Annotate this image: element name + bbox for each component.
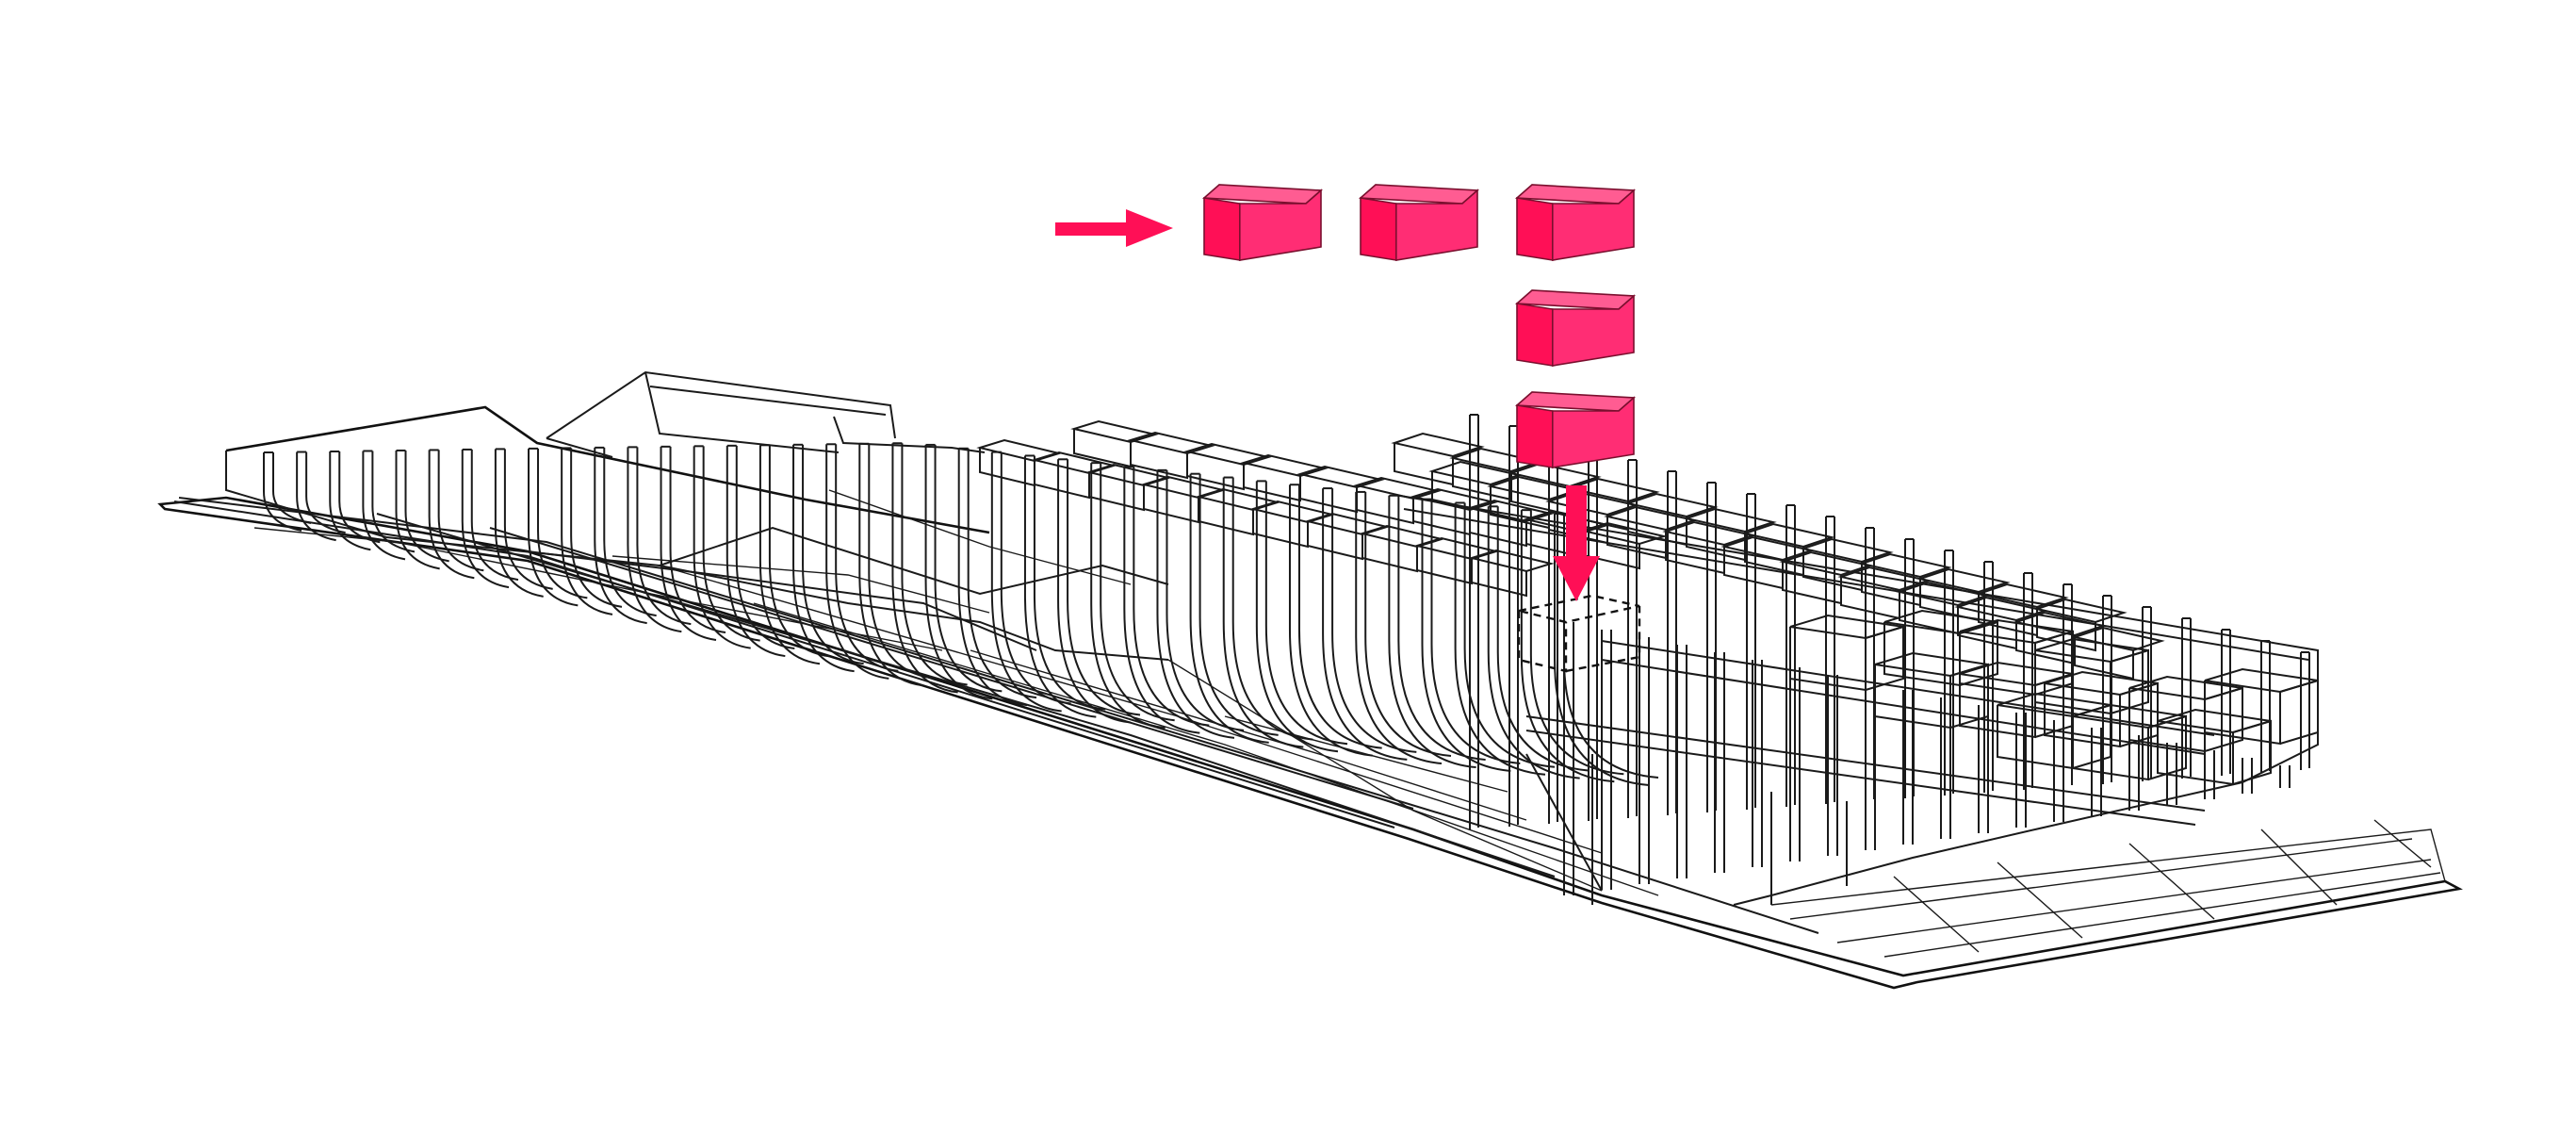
rib: [957, 447, 1037, 707]
post: [1944, 550, 1954, 796]
row-box: [1468, 549, 1555, 598]
front-post: [2128, 735, 2140, 811]
front-post: [2204, 750, 2215, 799]
front-post: [2279, 765, 2291, 788]
front-post: [1902, 690, 1914, 845]
bay-box: [2204, 667, 2319, 746]
post: [1667, 470, 1677, 815]
curved-ribs: [263, 414, 2310, 895]
horizontal-arrow: [1055, 209, 1173, 247]
rib: [693, 445, 760, 649]
module-rows: [976, 419, 2165, 681]
front-post: [1978, 705, 1989, 833]
front-post: [1563, 622, 1574, 895]
rib: [660, 445, 726, 641]
rib: [758, 444, 830, 665]
post: [1627, 459, 1638, 818]
module-2: [1358, 184, 1480, 261]
rib: [1288, 484, 1382, 757]
vertical-arrow: [1553, 485, 1600, 601]
module-3: [1514, 184, 1637, 261]
rib: [1057, 458, 1141, 724]
rib: [1189, 472, 1279, 744]
front-post: [1676, 645, 1687, 878]
modules: [1201, 184, 1637, 468]
front-post: [1639, 637, 1650, 884]
rib: [528, 447, 588, 607]
row-box: [2033, 598, 2128, 652]
rib: [858, 442, 934, 687]
rib: [494, 448, 553, 598]
module-1: [1201, 184, 1324, 261]
rib: [594, 446, 657, 625]
rib: [891, 442, 968, 694]
rib: [1023, 454, 1106, 718]
rib: [792, 443, 864, 673]
module-5: [1514, 391, 1637, 468]
front-post: [1714, 652, 1725, 873]
front-post: [1601, 630, 1612, 890]
post: [2260, 640, 2271, 773]
bay-box: [2157, 708, 2272, 786]
rib: [627, 446, 692, 633]
front-post: [1827, 675, 1838, 856]
module-4: [1514, 289, 1637, 367]
front-post: [2015, 713, 2027, 828]
bay-box: [1874, 651, 1989, 730]
rib: [726, 444, 795, 658]
rib: [825, 443, 899, 680]
dashed-target-slot: [1517, 594, 1641, 673]
bay-modules: [1789, 609, 2319, 786]
post: [1825, 516, 1835, 804]
front-post: [2242, 758, 2253, 794]
rib: [924, 443, 1003, 700]
rib: [561, 447, 623, 615]
right-frame: [1394, 494, 2319, 906]
rib: [1156, 468, 1245, 739]
post: [2221, 629, 2231, 776]
post: [1469, 414, 1479, 829]
row-box: [1391, 432, 1485, 486]
ramp-volume: [225, 370, 1169, 661]
front-post: [1789, 667, 1801, 861]
post: [1746, 493, 1756, 810]
